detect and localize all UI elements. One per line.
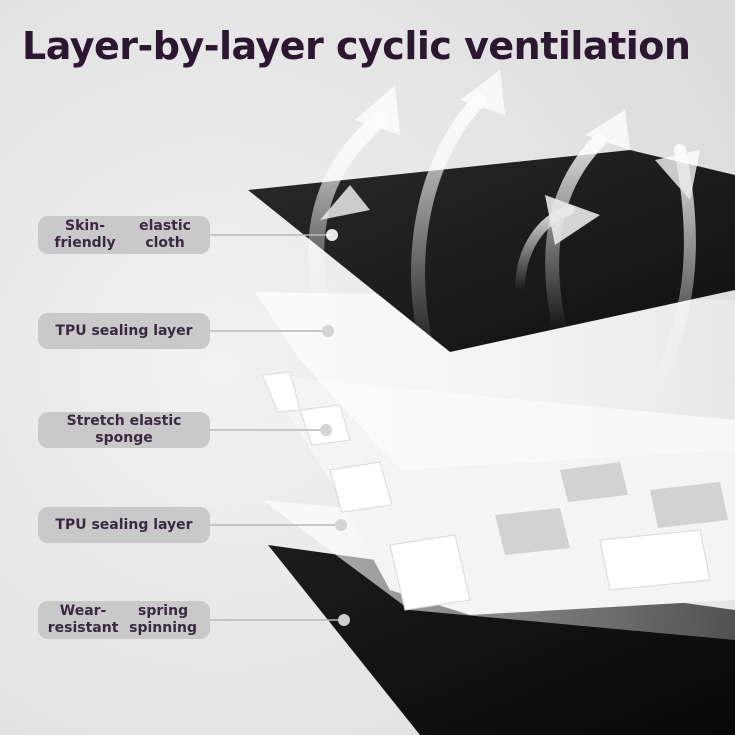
wear-resistant-layer: [268, 545, 735, 735]
layer-label-line: spring spinning: [129, 603, 198, 636]
layer-label-skin-friendly-elastic-cloth: Skin-friendly elastic cloth: [38, 216, 210, 254]
leader-dot-1: [326, 229, 338, 241]
tpu-layer-upper: [255, 292, 735, 470]
leader-dot-5: [338, 614, 350, 626]
airflow-arrows: [308, 70, 700, 406]
leader-dot-2: [322, 325, 334, 337]
layer-label-line: elastic cloth: [139, 218, 191, 251]
layer-label-tpu-sealing-layer-upper: TPU sealing layer: [38, 313, 210, 349]
layer-label-line: Skin-friendly: [54, 218, 116, 251]
layer-label-line: Wear-resistant: [47, 603, 119, 636]
skin-friendly-layer: [248, 150, 735, 352]
leader-lines: [210, 234, 344, 621]
layer-label-stretch-elastic-sponge: Stretch elastic sponge: [38, 412, 210, 448]
leader-dot-3: [320, 424, 332, 436]
layer-label-line: Stretch elastic sponge: [66, 413, 182, 446]
layer-label-line: TPU sealing layer: [55, 322, 193, 339]
layer-label-tpu-sealing-layer-lower: TPU sealing layer: [38, 507, 210, 543]
layer-label-line: TPU sealing layer: [55, 516, 193, 533]
page-title: Layer-by-layer cyclic ventilation: [22, 24, 691, 68]
leader-dots: [320, 229, 350, 626]
layer-label-wear-resistant-spring-spinning: Wear-resistant spring spinning: [38, 601, 210, 639]
leader-dot-4: [335, 519, 347, 531]
